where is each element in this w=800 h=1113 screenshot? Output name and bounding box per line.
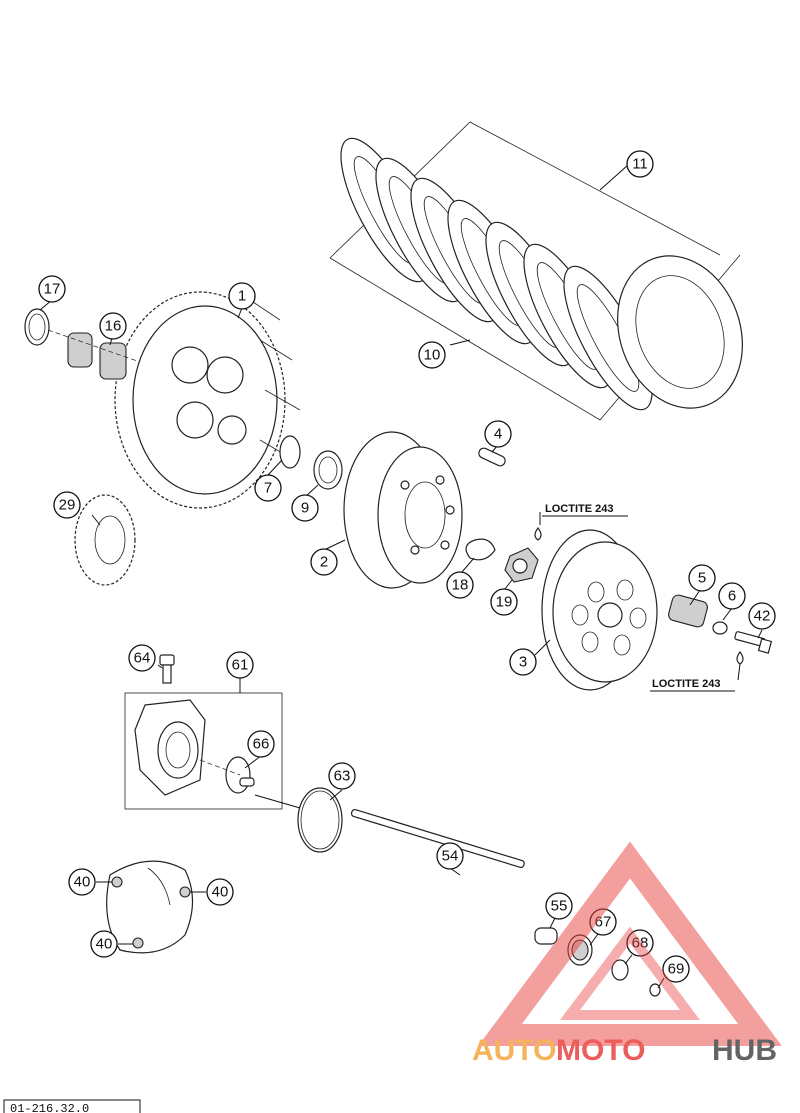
lock-washer-and-nut: [465, 538, 539, 583]
callout-label: 5: [698, 570, 706, 587]
callout-label: 18: [452, 577, 469, 594]
callout-68: 68: [626, 929, 654, 957]
callout-label: 6: [728, 588, 736, 605]
watermark-moto: MOTO: [556, 1034, 645, 1067]
callout-label: 29: [59, 497, 76, 514]
loctite-drop-lower: [736, 650, 744, 665]
callout-label: 11: [632, 156, 648, 173]
slave-cylinder-group: [124, 654, 283, 810]
callout-11: 11: [626, 150, 654, 178]
watermark-hub: HUB: [712, 1034, 777, 1067]
callout-label: 3: [519, 654, 527, 671]
callout-label: 17: [44, 281, 61, 298]
callout-7: 7: [254, 474, 282, 502]
callout-label: 68: [632, 935, 649, 952]
callout-label: 69: [668, 961, 685, 978]
callout-label: 66: [253, 736, 270, 753]
callout-3: 3: [509, 648, 537, 676]
loctite-label-upper: LOCTITE 243: [542, 503, 628, 517]
callout-64: 64: [128, 644, 156, 672]
pressure-plate: [541, 529, 658, 691]
footer-code-text: 01-216.32.0: [10, 1102, 89, 1113]
callout-label: 54: [442, 848, 459, 865]
callout-label: 63: [334, 768, 351, 785]
callout-66: 66: [247, 730, 275, 758]
footer-code: 01-216.32.0: [3, 1099, 141, 1113]
callout-55: 55: [545, 892, 573, 920]
o-ring: [297, 787, 343, 853]
spring-washer-bolt: [668, 594, 773, 654]
callout-54: 54: [436, 842, 464, 870]
callout-label: 40: [212, 884, 229, 901]
callout-1: 1: [228, 282, 256, 310]
callout-6: 6: [718, 582, 746, 610]
callout-label: 16: [105, 318, 122, 335]
callout-61: 61: [226, 651, 254, 679]
callout-69: 69: [662, 955, 690, 983]
callout-18: 18: [446, 571, 474, 599]
callout-4: 4: [484, 420, 512, 448]
callout-label: 64: [134, 650, 151, 667]
callout-label: 55: [551, 898, 568, 915]
cover-plate: [106, 860, 194, 954]
loctite-label-lower: LOCTITE 243: [650, 678, 735, 692]
thrust-washers: [279, 435, 343, 490]
callout-label: 42: [754, 608, 771, 625]
callout-label: 10: [424, 347, 441, 364]
watermark-auto: AUTO: [472, 1034, 556, 1067]
callout-label: 9: [301, 500, 309, 517]
callout-label: 7: [264, 480, 272, 497]
loctite-text: LOCTITE 243: [652, 678, 720, 690]
callout-label: 19: [496, 594, 513, 611]
clutch-plate-stack: [329, 121, 743, 421]
callout-2: 2: [310, 548, 338, 576]
callout-label: 40: [74, 874, 91, 891]
callout-63: 63: [328, 762, 356, 790]
callout-17: 17: [38, 275, 66, 303]
callout-42: 42: [748, 602, 776, 630]
loctite-drop-upper: [534, 526, 542, 541]
inner-clutch-hub: [343, 431, 463, 589]
callout-label: 2: [320, 554, 328, 571]
watermark-logo: AUTO MOTO HUB: [472, 841, 782, 1067]
push-rod: [254, 794, 525, 868]
callout-label: 61: [232, 657, 249, 674]
callout-label: 4: [494, 426, 502, 443]
callout-16: 16: [99, 312, 127, 340]
clutch-basket: [114, 291, 301, 509]
callout-29: 29: [53, 491, 81, 519]
pin: [478, 447, 506, 467]
callout-label: 1: [238, 288, 246, 305]
callout-label: 40: [96, 936, 113, 953]
loctite-text: LOCTITE 243: [545, 503, 613, 515]
callout-10: 10: [418, 341, 446, 369]
callout-9: 9: [291, 494, 319, 522]
callout-40-a: 40: [68, 868, 96, 896]
primary-gear: [74, 494, 136, 586]
callout-5: 5: [688, 564, 716, 592]
callout-40-c: 40: [90, 930, 118, 958]
callout-19: 19: [490, 588, 518, 616]
needle-bearings: [24, 308, 141, 380]
callout-40-b: 40: [206, 878, 234, 906]
